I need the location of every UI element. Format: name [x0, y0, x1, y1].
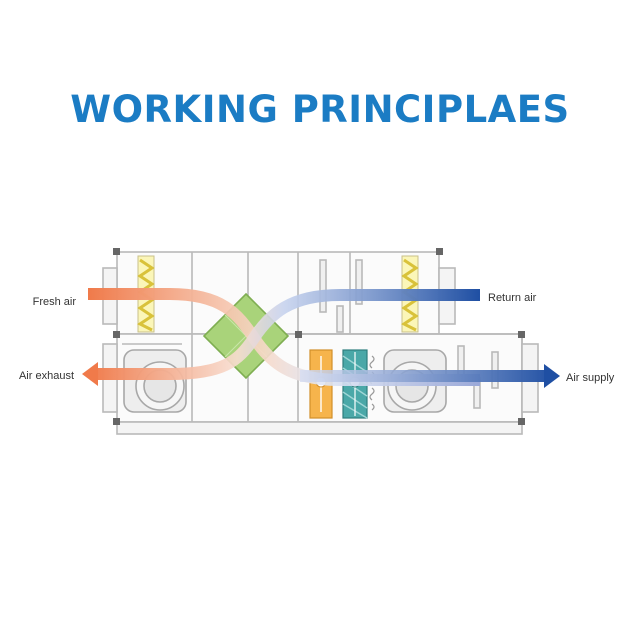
label-air-supply: Air supply — [566, 372, 615, 384]
air-supply-arrowhead — [544, 364, 560, 388]
air-exhaust-arrowhead — [82, 362, 98, 386]
exhaust-fan — [123, 349, 187, 413]
label-fresh-air: Fresh air — [33, 296, 77, 308]
label-return-air: Return air — [488, 292, 537, 304]
page-title: WORKING PRINCIPLAES — [70, 88, 570, 131]
casing-corners — [113, 248, 525, 425]
airflow-air-supply — [300, 364, 560, 388]
label-air-exhaust: Air exhaust — [19, 370, 74, 382]
airflow-return-air — [96, 289, 480, 380]
